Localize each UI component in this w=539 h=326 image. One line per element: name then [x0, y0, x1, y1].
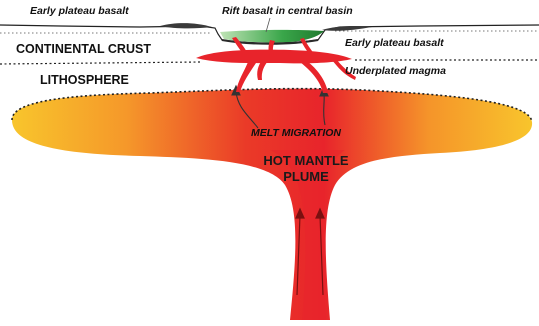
label-early-plateau-basalt-right: Early plateau basalt [345, 37, 444, 49]
label-rift-basalt: Rift basalt in central basin [222, 5, 353, 17]
early-plateau-basalt-right [322, 26, 372, 31]
label-lithosphere: LITHOSPHERE [40, 73, 129, 87]
label-hot-mantle: HOT MANTLE [263, 153, 349, 168]
early-plateau-basalt-left [160, 23, 212, 28]
label-plume: PLUME [283, 169, 329, 184]
label-underplated-magma: Underplated magma [345, 65, 446, 77]
mantle-plume-head [12, 89, 532, 320]
rift-basalt-leader [266, 18, 270, 32]
underplated-magma [196, 37, 356, 93]
label-continental-crust: CONTINENTAL CRUST [16, 42, 151, 56]
label-melt-migration: MELT MIGRATION [251, 127, 341, 139]
label-early-plateau-basalt-left: Early plateau basalt [30, 5, 129, 17]
